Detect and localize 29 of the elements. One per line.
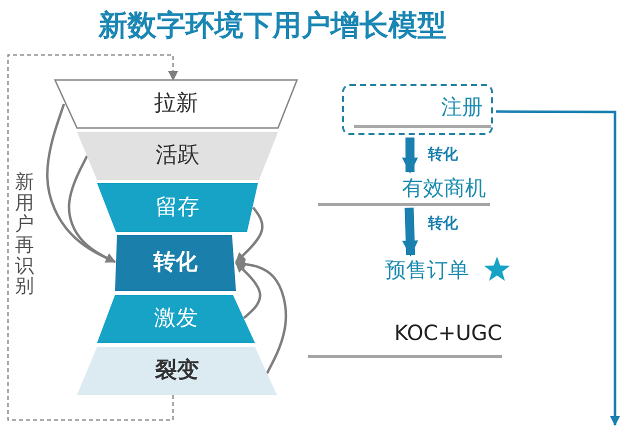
funnel-layer [97,295,255,343]
block-arrow [402,208,418,257]
stage-label: 活跃 [154,143,200,169]
edge-label: 转化 [428,214,458,233]
stage-label: 裂变 [154,358,200,384]
stage-label: 留存 [154,194,200,220]
block-arrow [402,138,418,174]
arrow [235,206,264,263]
arrow [7,54,178,421]
funnel-layer [97,183,258,232]
edge-label: 新用户再识别 [15,172,34,298]
stage-label: 注册 [441,94,483,121]
arrow [235,262,262,319]
arrow [496,110,620,426]
funnel-layer [77,347,277,395]
dashed-box [342,84,493,135]
stage-label: 激发 [153,306,199,332]
arrow [235,259,288,374]
stage-label: 拉新 [153,91,199,117]
edge-label: 转化 [428,145,458,164]
arrow [68,155,116,263]
funnel-layer [55,80,297,128]
stage-label: 转化 [152,250,198,276]
diagram-title: 新数字环境下用户增长模型 [97,7,448,44]
funnel-layer [77,132,278,180]
stage-label: 有效商机 [402,175,486,202]
stage-label: KOC+UGC [394,321,502,345]
funnel-layer [115,235,236,291]
stage-label: 预售订单 [385,257,469,284]
